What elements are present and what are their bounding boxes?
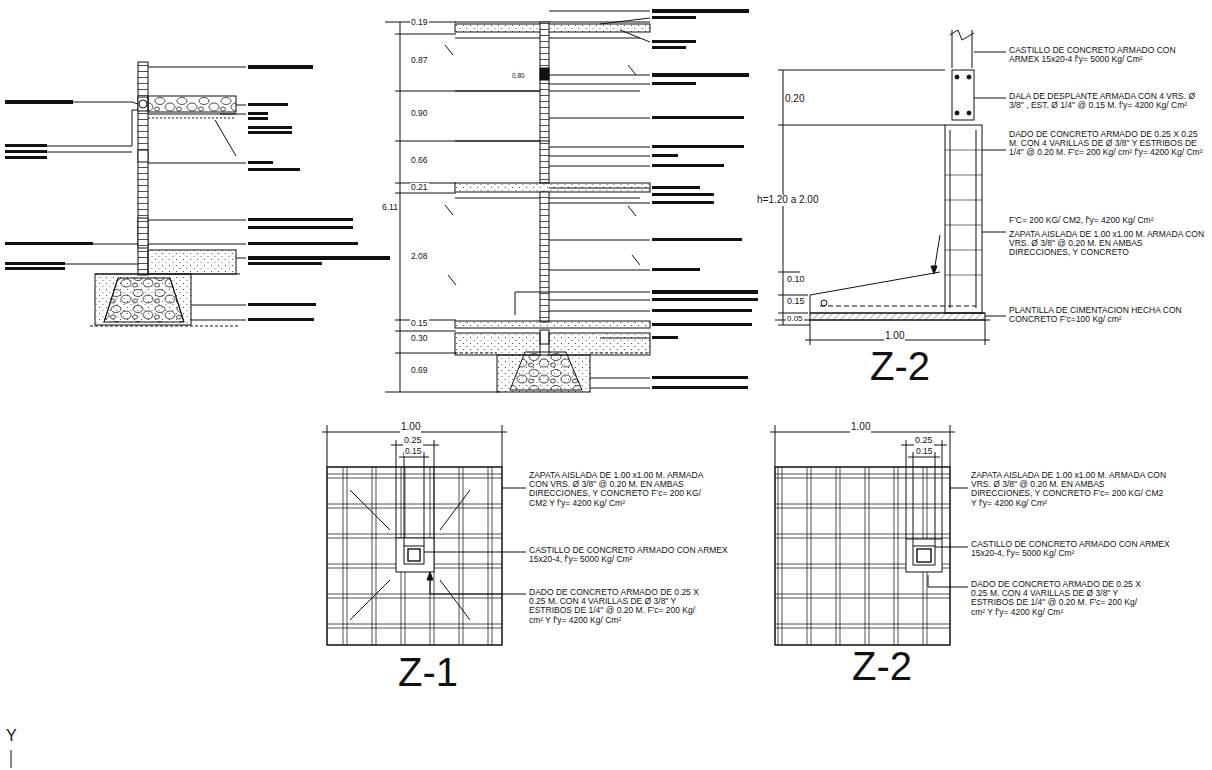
dimension: 0.15 [410,319,429,328]
dimension: 2.08 [410,252,429,261]
dimension: 6.11 [381,203,399,212]
callout-note: F'C= 200 KG/ CM2, f'y= 4200 Kg/ Cm² [1009,216,1207,225]
callout-note: CASTILLO DE CONCRETO ARMADO CON ARMEX 15… [529,546,734,564]
callout-note: CASTILLO DE CONCRETO ARMADO CON ARMEX 15… [1009,46,1199,64]
dimension: 0.15 [404,447,423,456]
callout-note: ZAPATA AISLADA DE 1.00 x1.00 M. ARMADA C… [1009,230,1205,258]
dimension: 1.00 [850,422,871,433]
dimension: 0.19 [410,18,429,27]
dimension: 0.25 [403,436,423,446]
dimension: 0.30 [410,334,429,343]
callout-note: DADO DE CONCRETO ARMADO DE 0.25 X 0.25 M… [529,588,704,625]
callout-note: ZAPATA AISLADA DE 1.00 x1.00 M. ARMADA C… [971,471,1167,508]
dimension: 0.90 [410,109,429,118]
dimension: 1.00 [884,331,905,342]
dimension: 0.80 [511,72,526,79]
dimension: 1.00 [400,422,421,433]
callout-note: DADO DE CONCRETO ARMADO DE 0.25 X 0.25 M… [971,580,1146,617]
dimension: 0.05 [786,315,804,324]
callout-note: ZAPATA AISLADA DE 1.00 x1.00 M. ARMADA C… [529,471,719,508]
dimension: 0.10 [786,275,806,285]
detail-title: Z-1 [398,652,458,692]
callout-note: DALA DE DESPLANTE ARMADA CON 4 VRS. Ø 3/… [1009,92,1199,110]
callout-note: DADO DE CONCRETO ARMADO DE 0.25 X 0.25 M… [1009,130,1205,158]
detail-title: Z-2 [852,646,912,686]
callout-note: PLANTILLA DE CIMENTACION HECHA CON CONCR… [1009,306,1199,324]
dimension: h=1.20 a 2.00 [756,195,819,206]
axis-label: Y [6,728,17,744]
dimension: 0.21 [410,183,429,192]
dimension: 0.15 [786,297,806,307]
dimension: 0.69 [410,366,429,375]
dimension: 0.87 [410,56,429,65]
dimension: 0.25 [914,436,934,446]
dimension: 0.15 [915,447,934,456]
dimension: 0.20 [784,94,805,105]
dimension: 0.66 [410,156,429,165]
callout-note: CASTILLO DE CONCRETO ARMADO CON ARMEX 15… [971,540,1176,558]
detail-title: Z-2 [870,346,930,386]
